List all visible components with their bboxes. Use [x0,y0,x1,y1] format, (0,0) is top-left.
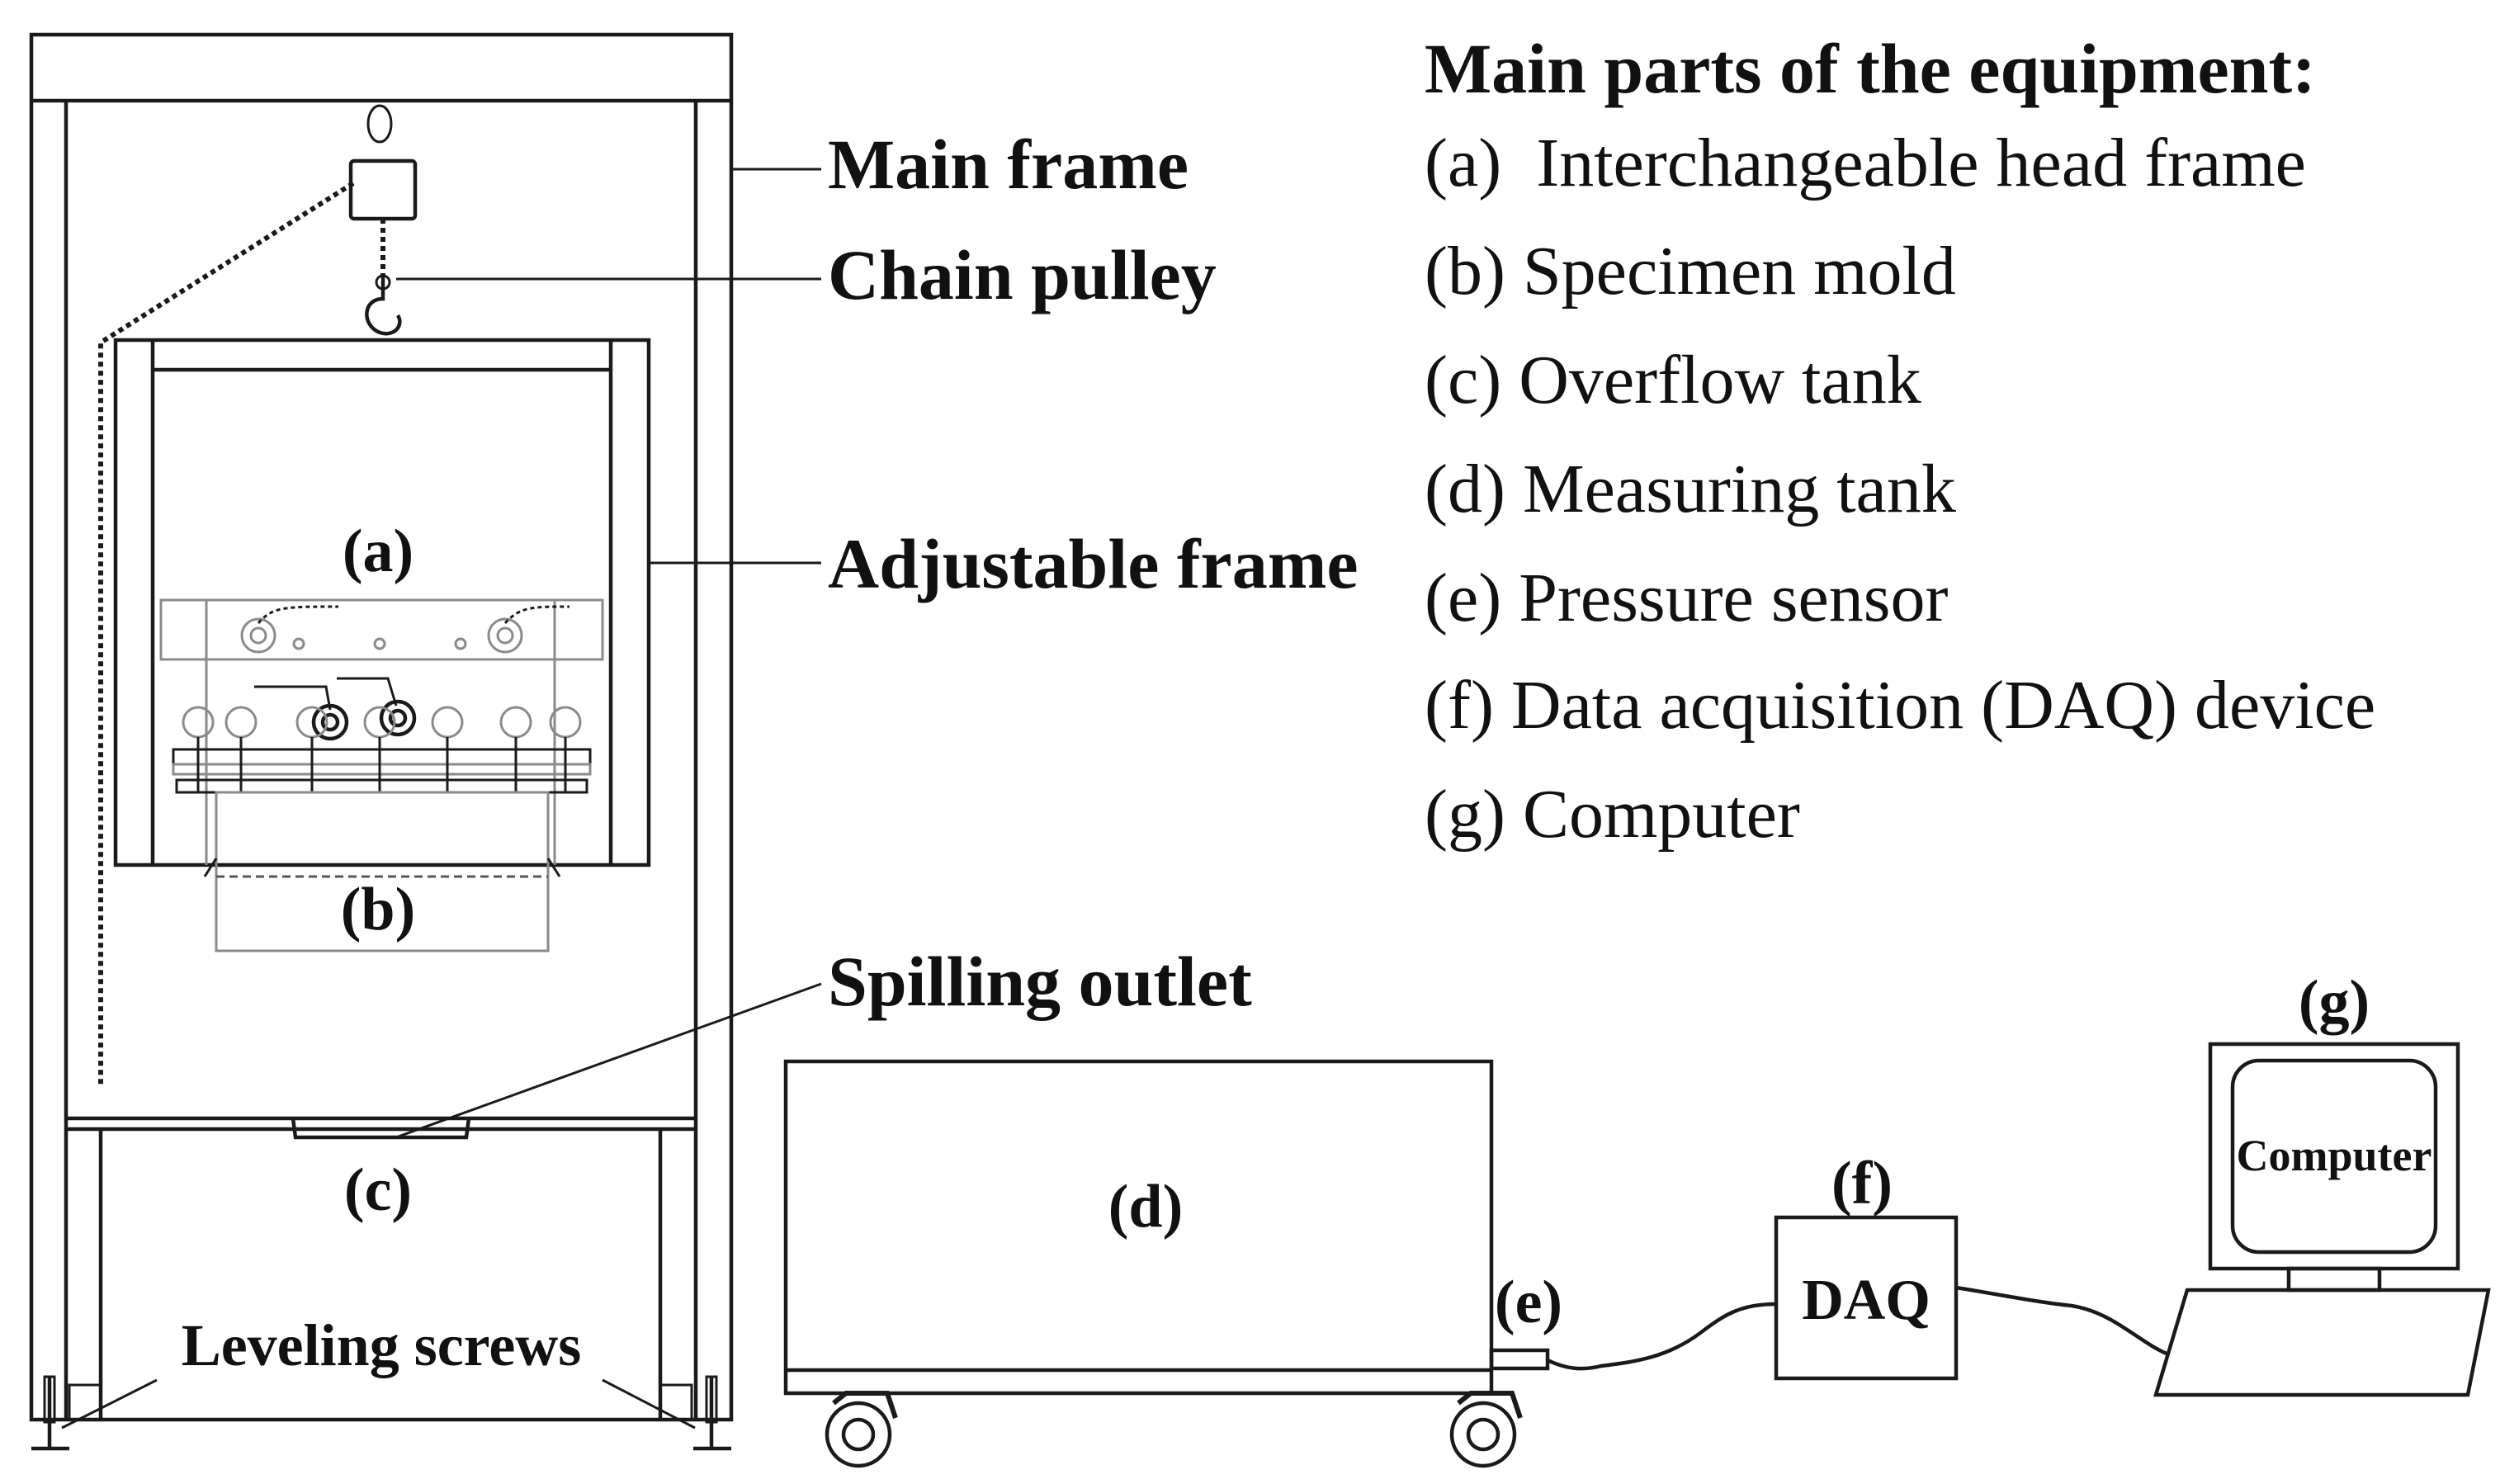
label-main-frame: Main frame [828,125,1189,204]
legend-item: (e) Pressure sensor [1425,560,1948,636]
label-c: (c) [344,1156,412,1224]
label-leveling-screws: Leveling screws [182,1312,582,1378]
label-d: (d) [1108,1173,1183,1241]
leveling-screw-right [659,1375,731,1451]
measuring-tank [783,1059,1494,1396]
legend-item: (g) Computer [1425,776,1800,853]
computer-label: Computer [2237,1131,2432,1180]
daq-label: DAQ [1802,1269,1931,1332]
label-spilling-outlet: Spilling outlet [828,942,1252,1021]
leader-lines [61,168,822,1430]
caster-wheel-right [1449,1391,1523,1468]
main-frame [29,32,734,1422]
specimen-mold [203,791,561,952]
legend-item: (a) Interchangeable head frame [1425,125,2306,201]
label-g: (g) [2299,968,2370,1036]
leveling-screw-left [31,1375,102,1451]
computer [2153,1042,2491,1397]
legend-item: (d) Measuring tank [1425,451,1956,527]
label-chain-pulley: Chain pulley [828,235,1217,314]
label-b: (b) [341,876,415,943]
daq-device [1774,1215,1959,1381]
cables [1547,1285,2167,1371]
label-a: (a) [343,518,414,585]
legend: Main parts of the equipment: (a) Interch… [1425,29,2375,853]
pressure-sensor [1489,1348,1550,1371]
legend-item: (f) Data acquisition (DAQ) device [1425,667,2375,744]
caster-wheel-left [825,1391,898,1468]
head-frame [159,598,604,865]
legend-item: (c) Overflow tank [1425,342,1921,418]
spilling-outlet [291,1118,471,1140]
legend-item: (b) Specimen mold [1425,233,1956,310]
legend-title: Main parts of the equipment: [1425,29,2316,108]
label-adjustable-frame: Adjustable frame [828,524,1359,603]
adjustable-frame [113,338,651,867]
chain-pulley [98,104,418,1088]
label-f: (f) [1831,1150,1893,1217]
label-e: (e) [1495,1269,1562,1336]
